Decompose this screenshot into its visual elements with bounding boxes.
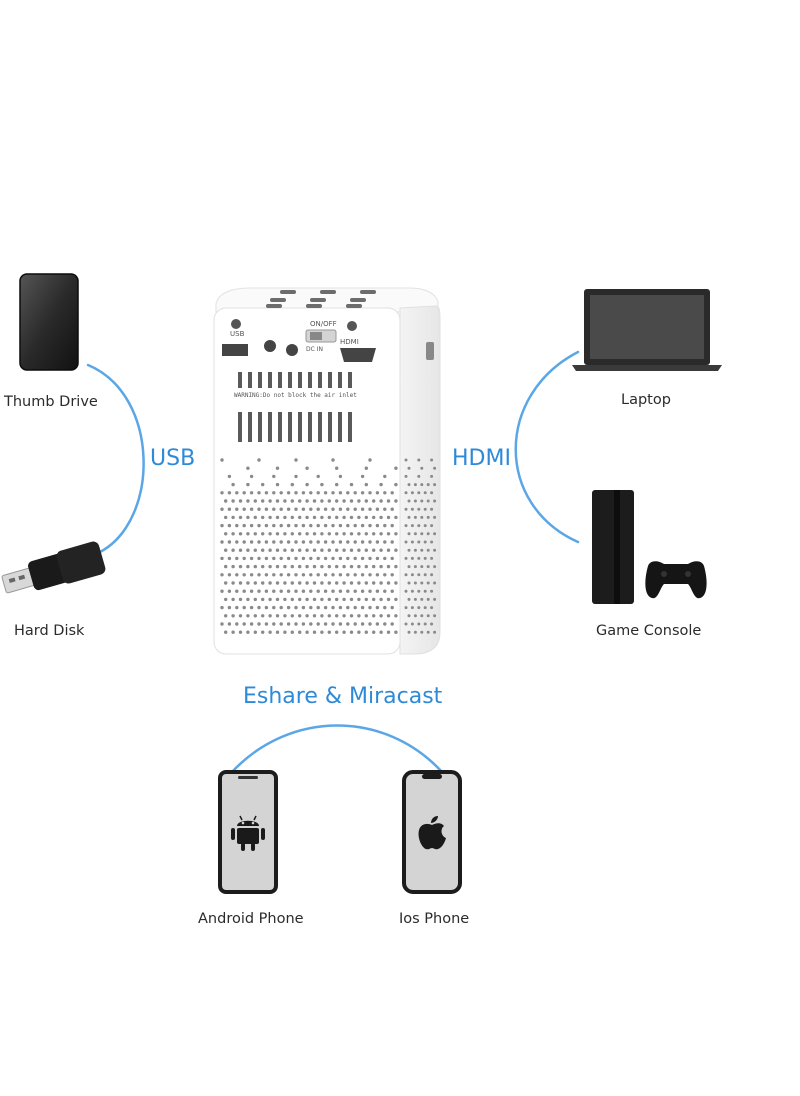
projector-hdmi-label: HDMI [340,338,359,346]
projector-warning: WARNING:Do not block the air inlet [234,392,357,399]
ios-phone-label: Ios Phone [399,911,470,927]
projector-dcin-label: DC IN [306,346,323,353]
wireless-connection-label: Eshare & Miracast [243,684,443,709]
apple-icon [418,816,446,850]
projector-body [213,287,441,655]
projector-switch-label: ON/OFF [310,320,337,328]
thumb-drive-label: Thumb Drive [4,394,98,410]
projector-image: USB ON/OFF DC IN HDMI WARNING:Do not blo… [210,282,442,660]
projector-usb-label: USB [230,330,245,338]
laptop-label: Laptop [621,392,671,408]
hard-disk-image [1,541,106,594]
usb-connection-label: USB [150,446,196,471]
hdmi-connection-label: HDMI [452,446,511,471]
game-console-image [592,490,707,604]
thumb-drive-image [19,273,79,371]
hard-disk-label: Hard Disk [14,623,85,639]
laptop-image [572,289,722,371]
game-console-label: Game Console [596,623,702,639]
android-phone-label: Android Phone [198,911,304,927]
android-icon [231,815,265,851]
